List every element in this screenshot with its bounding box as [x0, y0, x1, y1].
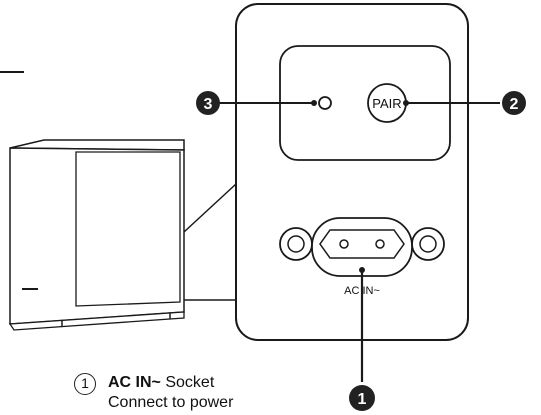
legend-title-bold: AC IN~: [108, 374, 161, 391]
callout-1-badge: 1: [349, 385, 375, 411]
socket-pin-left: [339, 239, 349, 249]
callout-3-badge: 3: [196, 91, 220, 115]
svg-text:2: 2: [510, 96, 519, 113]
legend: 1 AC IN~ Socket Connect to power: [74, 373, 374, 415]
legend-number: 1: [74, 373, 96, 395]
zoom-line-top: [183, 183, 237, 233]
legend-title: AC IN~ Socket: [108, 374, 214, 392]
pair-button-label: PAIR: [372, 96, 401, 111]
svg-text:1: 1: [358, 391, 367, 408]
legend-title-rest: Socket: [160, 374, 215, 391]
socket-pin-right: [375, 239, 385, 249]
socket-inner: [319, 229, 405, 259]
ac-in-socket: [279, 217, 445, 277]
subwoofer-box: [8, 139, 185, 331]
callout-2-badge: 2: [502, 91, 526, 115]
svg-text:3: 3: [204, 96, 213, 113]
status-led: [318, 96, 332, 110]
speaker-grille: [75, 151, 181, 307]
legend-description: Connect to power: [108, 394, 234, 411]
